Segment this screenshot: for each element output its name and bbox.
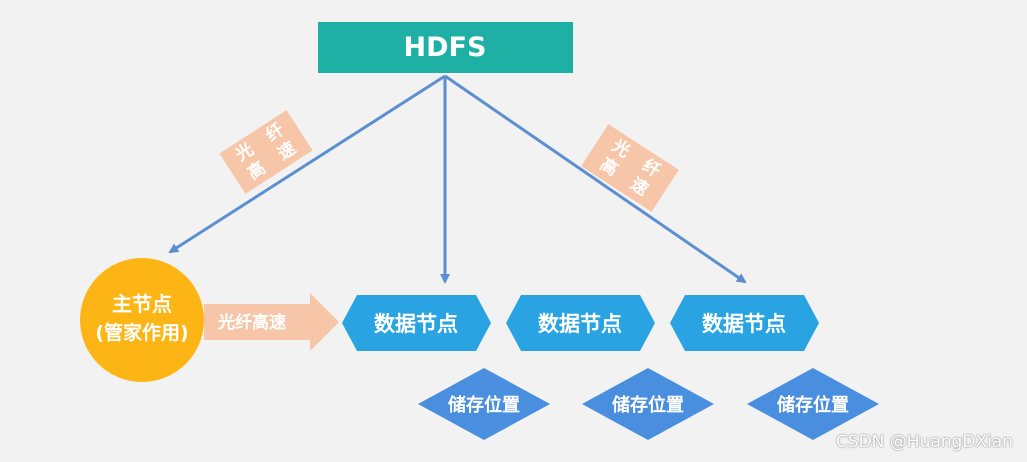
storage-node: 储存位置: [582, 368, 714, 440]
link-label-right-bg: [581, 124, 679, 212]
data-node-label: 数据节点: [702, 312, 786, 336]
master-node: 主节点 (管家作用): [80, 258, 204, 382]
storage-node-label: 储存位置: [447, 394, 520, 416]
data-node-shape: [506, 295, 655, 351]
storage-node-label: 储存位置: [776, 394, 849, 416]
data-node-shape: [342, 295, 491, 351]
data-node-shape: [670, 295, 819, 351]
connector-arrows: [168, 74, 747, 284]
watermark-text: CSDN @HuangDXian: [835, 432, 1013, 452]
arrow-to-master-node: [168, 74, 446, 254]
storage-node: 储存位置: [747, 368, 879, 440]
data-node: 数据节点: [506, 295, 655, 351]
data-node-label: 数据节点: [538, 312, 622, 336]
hdfs-box: HDFS: [318, 22, 573, 73]
link-arrow-horizontal: 光纤高速: [204, 293, 339, 351]
hdfs-box-bg: [318, 22, 573, 73]
arrow-to-data-node-3: [444, 74, 747, 284]
data-node: 数据节点: [342, 295, 491, 351]
data-node: 数据节点: [670, 295, 819, 351]
master-node-subtitle: (管家作用): [95, 321, 188, 344]
storage-node-label: 储存位置: [611, 394, 684, 416]
storage-node-shape: [747, 368, 879, 440]
hdfs-label: HDFS: [404, 32, 487, 63]
data-node-label: 数据节点: [374, 312, 458, 336]
link-label-left-bg: [219, 110, 313, 194]
master-node-title: 主节点: [112, 292, 172, 316]
storage-node-shape: [582, 368, 714, 440]
link-arrow-horizontal-label: 光纤高速: [217, 312, 286, 333]
link-arrow-horizontal-shape: [204, 293, 339, 351]
link-label-left: 光 纤 高 速: [219, 110, 313, 194]
master-node-circle: [80, 258, 204, 382]
storage-node-shape: [418, 368, 550, 440]
storage-node: 储存位置: [418, 368, 550, 440]
link-label-right: 光 纤 高 速: [581, 124, 679, 212]
